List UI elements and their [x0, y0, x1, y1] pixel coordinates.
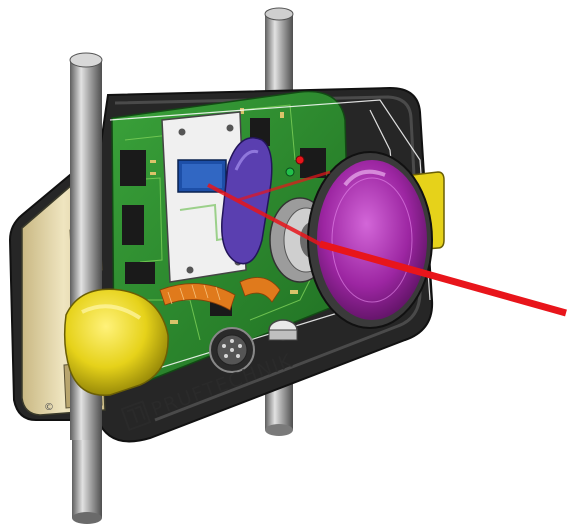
laser-beam	[207, 170, 567, 317]
beam-splitter	[221, 137, 273, 265]
guide-rod-left	[69, 52, 103, 524]
housing-mark: ©	[44, 402, 54, 413]
chip-3	[125, 262, 155, 284]
filter-lens	[307, 151, 433, 329]
mounting-screw	[268, 319, 298, 341]
pruftechnik-logo-icon	[120, 400, 152, 432]
led-red-icon	[295, 155, 305, 165]
chip-1	[120, 150, 146, 186]
adjustment-knob	[63, 288, 169, 397]
led-green-icon	[285, 167, 295, 177]
connector-icon	[209, 327, 255, 373]
chip-2	[122, 205, 144, 245]
flex-cable	[159, 277, 281, 311]
